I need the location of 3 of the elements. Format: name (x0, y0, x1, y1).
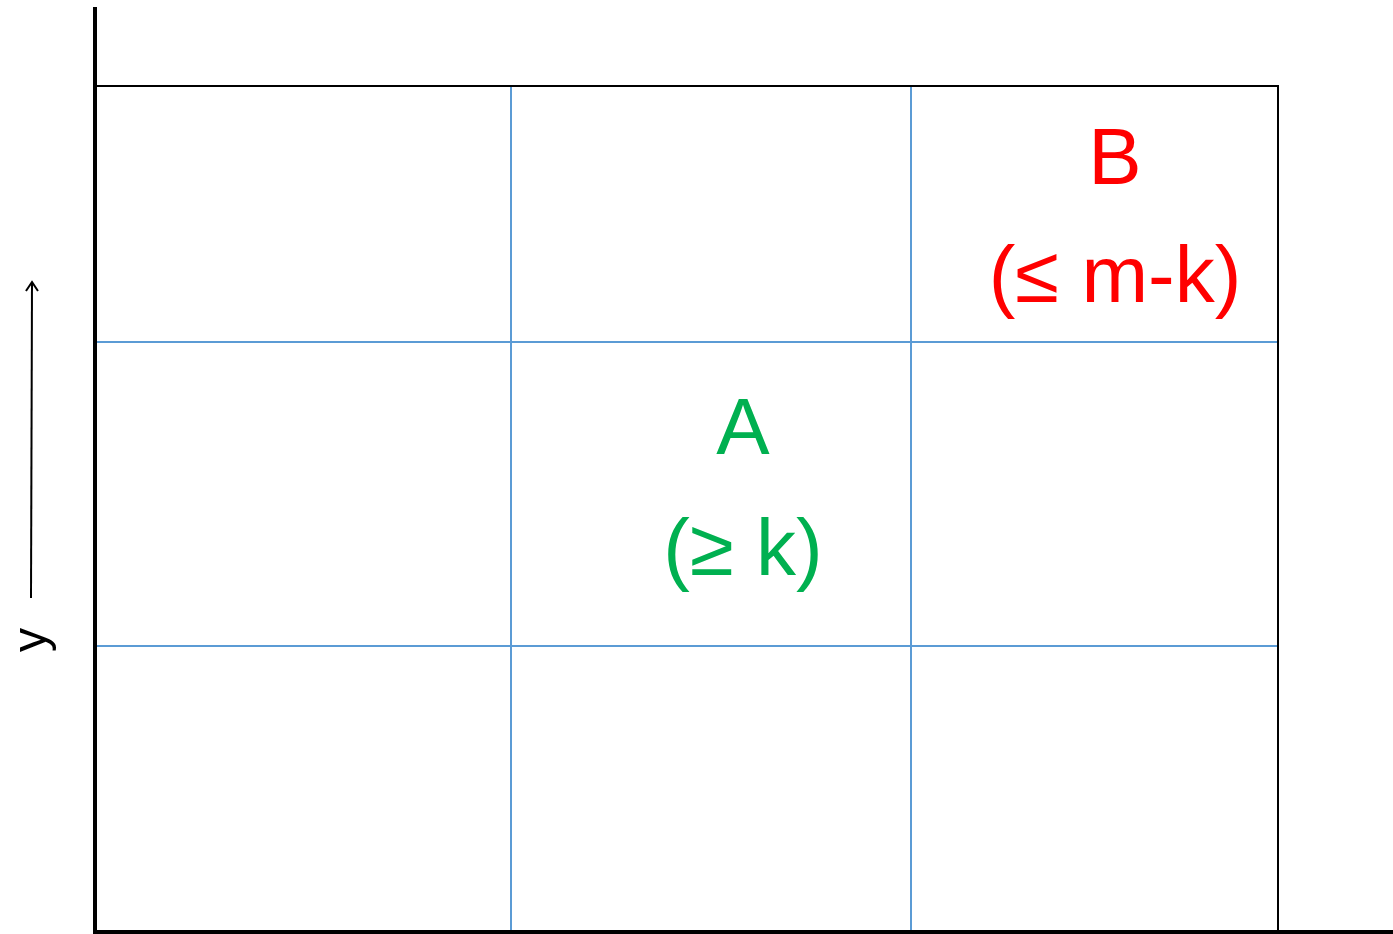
region-label: B (1088, 117, 1142, 197)
axis-label: y (6, 628, 54, 652)
region-label: A (716, 387, 770, 467)
